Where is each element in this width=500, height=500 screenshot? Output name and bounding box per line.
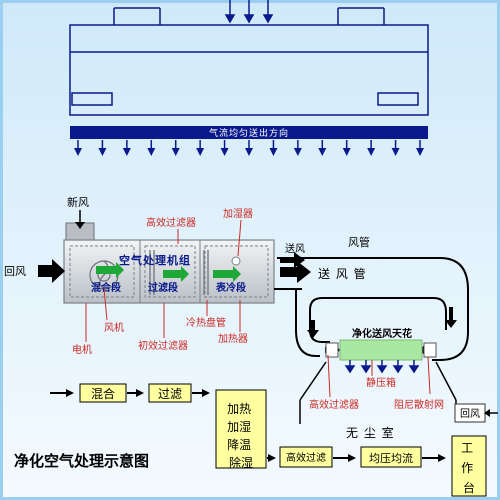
- room-label: 无 尘 室: [346, 425, 395, 440]
- return-air-in-arrow: [38, 259, 65, 283]
- ahu-sections: [69, 240, 269, 303]
- diagram-title: 净化空气处理示意图: [14, 452, 149, 470]
- fresh-air-label: 新风: [67, 195, 89, 209]
- dispersion-arrow-head: [245, 148, 253, 156]
- dispersion-arrow-head: [74, 148, 82, 156]
- humidifier-nozzle-icon: [231, 256, 241, 266]
- filter-section-label: 过滤段: [148, 281, 178, 294]
- ahu-leader-lines: [85, 219, 242, 342]
- dispersion-arrow-head: [196, 148, 205, 156]
- flow-box-filter: [148, 383, 192, 403]
- flow-mix-label: 混合: [91, 386, 115, 401]
- duct-label: 风管: [348, 235, 370, 249]
- workbench: [451, 435, 487, 497]
- airflow-label: 气流均匀送出方向: [209, 127, 289, 139]
- dispersion-arrow-head: [293, 148, 302, 156]
- dispersion-arrow-head: [122, 148, 131, 156]
- flow-box-mix: [79, 383, 127, 403]
- ahu-title: 空气处理机组: [119, 253, 191, 267]
- fresh-air-arrow: [75, 210, 85, 229]
- top-inlet-arrows: [224, 0, 274, 24]
- ahu-internal-arrows: [96, 262, 241, 282]
- dispersion-arrow-head: [98, 148, 107, 156]
- cleanroom-leader-lines: [327, 354, 431, 398]
- supply-arrow-large: [280, 261, 311, 283]
- return-air-in-label: 回风: [4, 265, 26, 278]
- flow-box-hepa: [279, 446, 333, 468]
- return-air-label: 回风: [460, 408, 480, 420]
- room-outline: [299, 361, 457, 424]
- cooling-section-label: 表冷段: [215, 281, 246, 294]
- hepa-label: 高效过滤器: [309, 398, 359, 411]
- supply-air-large-label: 送 风 管: [318, 266, 367, 281]
- dispersion-arrows: [74, 140, 424, 156]
- flow-box-treat: [215, 389, 267, 469]
- flow-treat-label: 加热 加湿 降温 除湿: [227, 402, 255, 470]
- supply-air-small-label: 送风: [285, 242, 305, 255]
- fan-label: 风机: [104, 321, 124, 334]
- hepa-filter-label: 高效过滤器: [146, 216, 196, 229]
- dispersion-arrow-head: [220, 148, 229, 156]
- dispersion-arrow-head: [342, 148, 351, 156]
- dispersion-arrow-head: [171, 148, 180, 156]
- flow-box-equalize: [360, 446, 422, 468]
- dispersion-arrow-head: [391, 148, 400, 156]
- flow-equalize-label: 均压均流: [369, 451, 413, 465]
- dispersion-arrow-head: [147, 148, 156, 156]
- plenum-label: 静压箱: [366, 376, 396, 389]
- airflow-bar: [70, 126, 428, 139]
- diffuser-label: 阻尼散射网: [394, 398, 444, 411]
- mixing-section-label: 混合段: [91, 281, 121, 294]
- workbench-label: 工 作 台: [461, 441, 477, 495]
- ceiling-supply-unit: [69, 7, 429, 116]
- return-air-arrow: [484, 409, 498, 417]
- diffuser-panel-right: [423, 342, 437, 358]
- ceiling-down-arrows: [344, 360, 420, 374]
- dispersion-arrow-head: [269, 148, 278, 156]
- motor-label: 电机: [72, 343, 92, 356]
- primary-filter-label: 初效过滤器: [138, 339, 188, 352]
- flow-hepa-label: 高效过滤: [286, 451, 326, 464]
- coil-label: 冷热盘管: [186, 316, 226, 329]
- dispersion-arrow-head: [416, 148, 424, 156]
- flow-filter-label: 过滤: [158, 387, 182, 401]
- filter-box: [339, 339, 423, 361]
- diffuser-panel: [325, 342, 339, 358]
- humidifier-label: 加湿器: [223, 208, 253, 220]
- dispersion-arrow-head: [318, 148, 327, 156]
- ceiling-label: 净化送风天花: [352, 327, 412, 340]
- dispersion-arrow-head: [367, 148, 376, 156]
- heater-label: 加热器: [218, 332, 248, 345]
